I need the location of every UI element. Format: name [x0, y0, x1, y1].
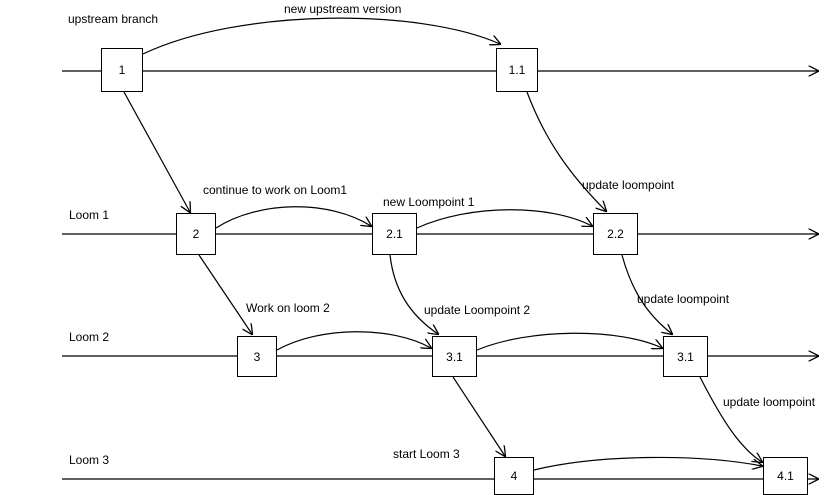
node-3[interactable]: 3 — [237, 336, 277, 377]
edge-label-continue-work-loom1: continue to work on Loom1 — [203, 183, 348, 197]
edge-label-start-loom-3: start Loom 3 — [393, 447, 460, 461]
lane-label-loom1: Loom 1 — [69, 208, 110, 222]
edge-label-update-loompoint-1: update loompoint — [582, 178, 675, 192]
edge-label-update-loompoint-2: update Loompoint 2 — [424, 303, 531, 317]
node-2-2[interactable]: 2.2 — [593, 213, 638, 255]
node-2[interactable]: 2 — [176, 213, 216, 255]
edge-4-to-4.1 — [533, 456, 762, 471]
node-3-1-b[interactable]: 3.1 — [663, 336, 708, 377]
edge-1-to-2 — [123, 91, 190, 212]
lane-label-loom3: Loom 3 — [69, 453, 110, 467]
lane-label-upstream: upstream branch — [68, 12, 159, 26]
edge-label-new-upstream-version: new upstream version — [284, 2, 402, 16]
edge-3.1-to-3.1 — [476, 332, 662, 351]
node-2-1[interactable]: 2.1 — [372, 213, 417, 255]
node-4[interactable]: 4 — [494, 457, 534, 495]
edge-2.1-to-2.2 — [416, 209, 592, 229]
edge-label-work-on-loom-2: Work on loom 2 — [246, 301, 330, 315]
node-1[interactable]: 1 — [101, 48, 143, 92]
edge-1.1-to-2.2 — [526, 91, 606, 211]
edge-new-upstream-version — [142, 17, 500, 55]
node-4-1[interactable]: 4.1 — [763, 457, 808, 495]
node-3-1-a[interactable]: 3.1 — [432, 336, 477, 377]
edge-label-update-loompoint-3: update loompoint — [637, 292, 730, 306]
node-1-1[interactable]: 1.1 — [496, 48, 538, 92]
edge-3.1-to-4.1 — [699, 376, 762, 462]
edge-2.1-to-3.1 — [389, 254, 438, 334]
edge-3-to-3.1 — [276, 331, 431, 351]
edge-2-to-2.1 — [215, 206, 371, 229]
edge-2-to-3 — [198, 254, 252, 334]
edge-label-update-loompoint-4: update loompoint — [723, 395, 816, 409]
edge-3.1-to-4 — [452, 376, 505, 456]
edge-label-new-loompoint-1: new Loompoint 1 — [383, 195, 475, 209]
lane-label-loom2: Loom 2 — [69, 330, 110, 344]
edge-2.2-to-3.1b — [621, 254, 672, 334]
